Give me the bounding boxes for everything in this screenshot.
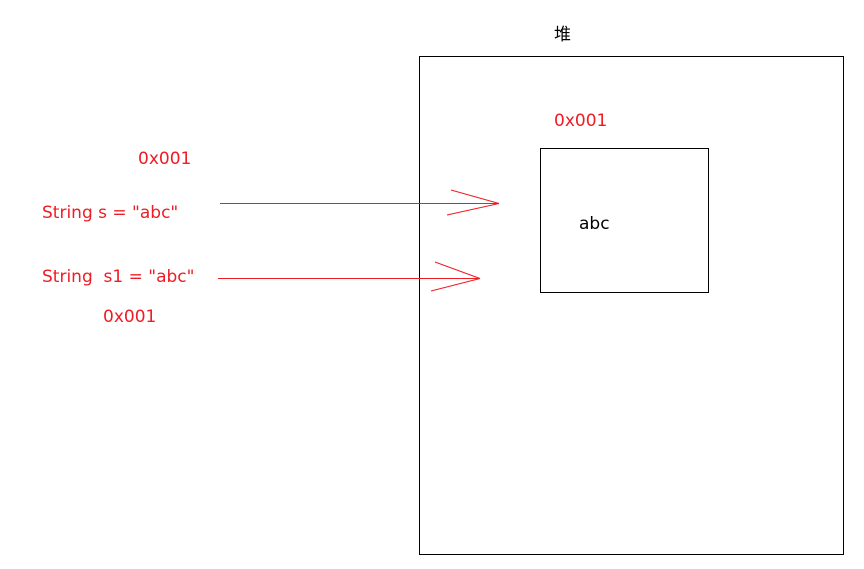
object-address: 0x001 [554,111,608,131]
heap-box [419,56,844,555]
var-s-code: String s = "abc" [42,203,179,223]
arrow-s1 [218,261,481,292]
var-s1-address: 0x001 [103,307,157,327]
object-value: abc [579,214,610,234]
arrow-s [220,189,500,216]
var-s1-code: String s1 = "abc" [42,267,195,287]
string-object-box [540,148,709,293]
heap-label: 堆 [554,25,571,45]
var-s-address: 0x001 [138,149,192,169]
